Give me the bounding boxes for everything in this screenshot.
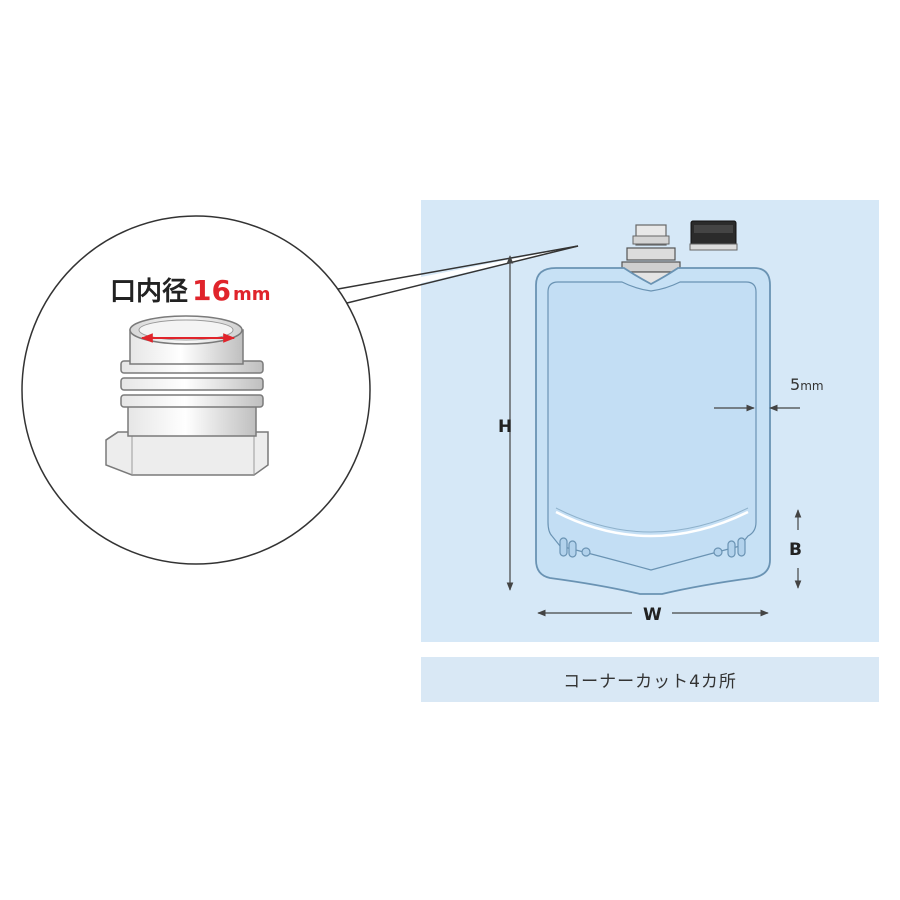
caption-box: コーナーカット4カ所 [421,657,879,702]
width-label: W [643,605,662,625]
height-label: H [498,417,512,437]
seal-width-label: 5mm [790,375,824,394]
bottom-holes [559,537,746,558]
bottom-label: B [789,540,802,560]
callout-pointer [345,246,578,300]
pouch-cap [689,220,738,251]
spout-illustration [105,315,269,476]
corner-cut-caption: コーナーカット4カ所 [563,672,737,692]
